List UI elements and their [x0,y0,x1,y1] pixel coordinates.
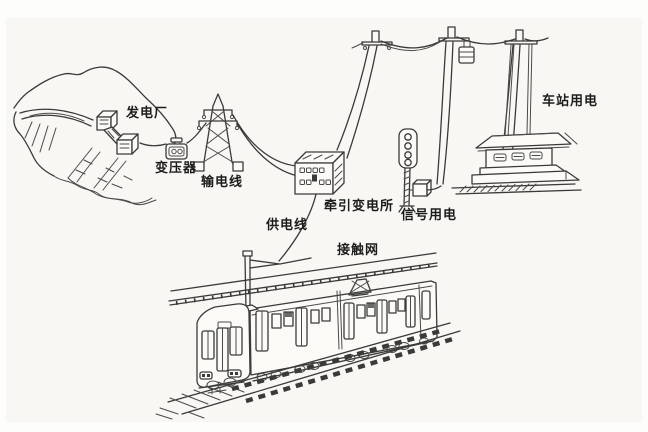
signal-light-icon [398,128,418,213]
label-feeder-line: 供电线 [266,217,309,232]
label-catenary: 接触网 [337,242,380,257]
label-traction-substation: 牵引变电所 [324,198,395,213]
label-signal-power: 信号用电 [401,207,458,222]
hydro-dam-icon [13,66,177,206]
label-transmission-line: 输电线 [201,174,244,189]
rail-track-icon [155,322,461,420]
train-icon [196,280,438,395]
traction-substation-icon [278,151,345,262]
transmission-tower-icon [193,93,244,172]
power-plant-house-icon [96,110,139,155]
transformer-icon [139,122,207,160]
station-building-icon [451,132,582,195]
catenary-mast-icon [242,250,312,313]
catenary-wires [168,252,438,306]
pantograph-icon [348,278,372,297]
label-transformer: 变压器 [155,160,198,175]
label-station-power: 车站用电 [542,93,599,108]
relay-box-icon [408,179,442,197]
transmission-wires [232,114,299,177]
label-power-plant: 发电厂 [126,105,169,120]
